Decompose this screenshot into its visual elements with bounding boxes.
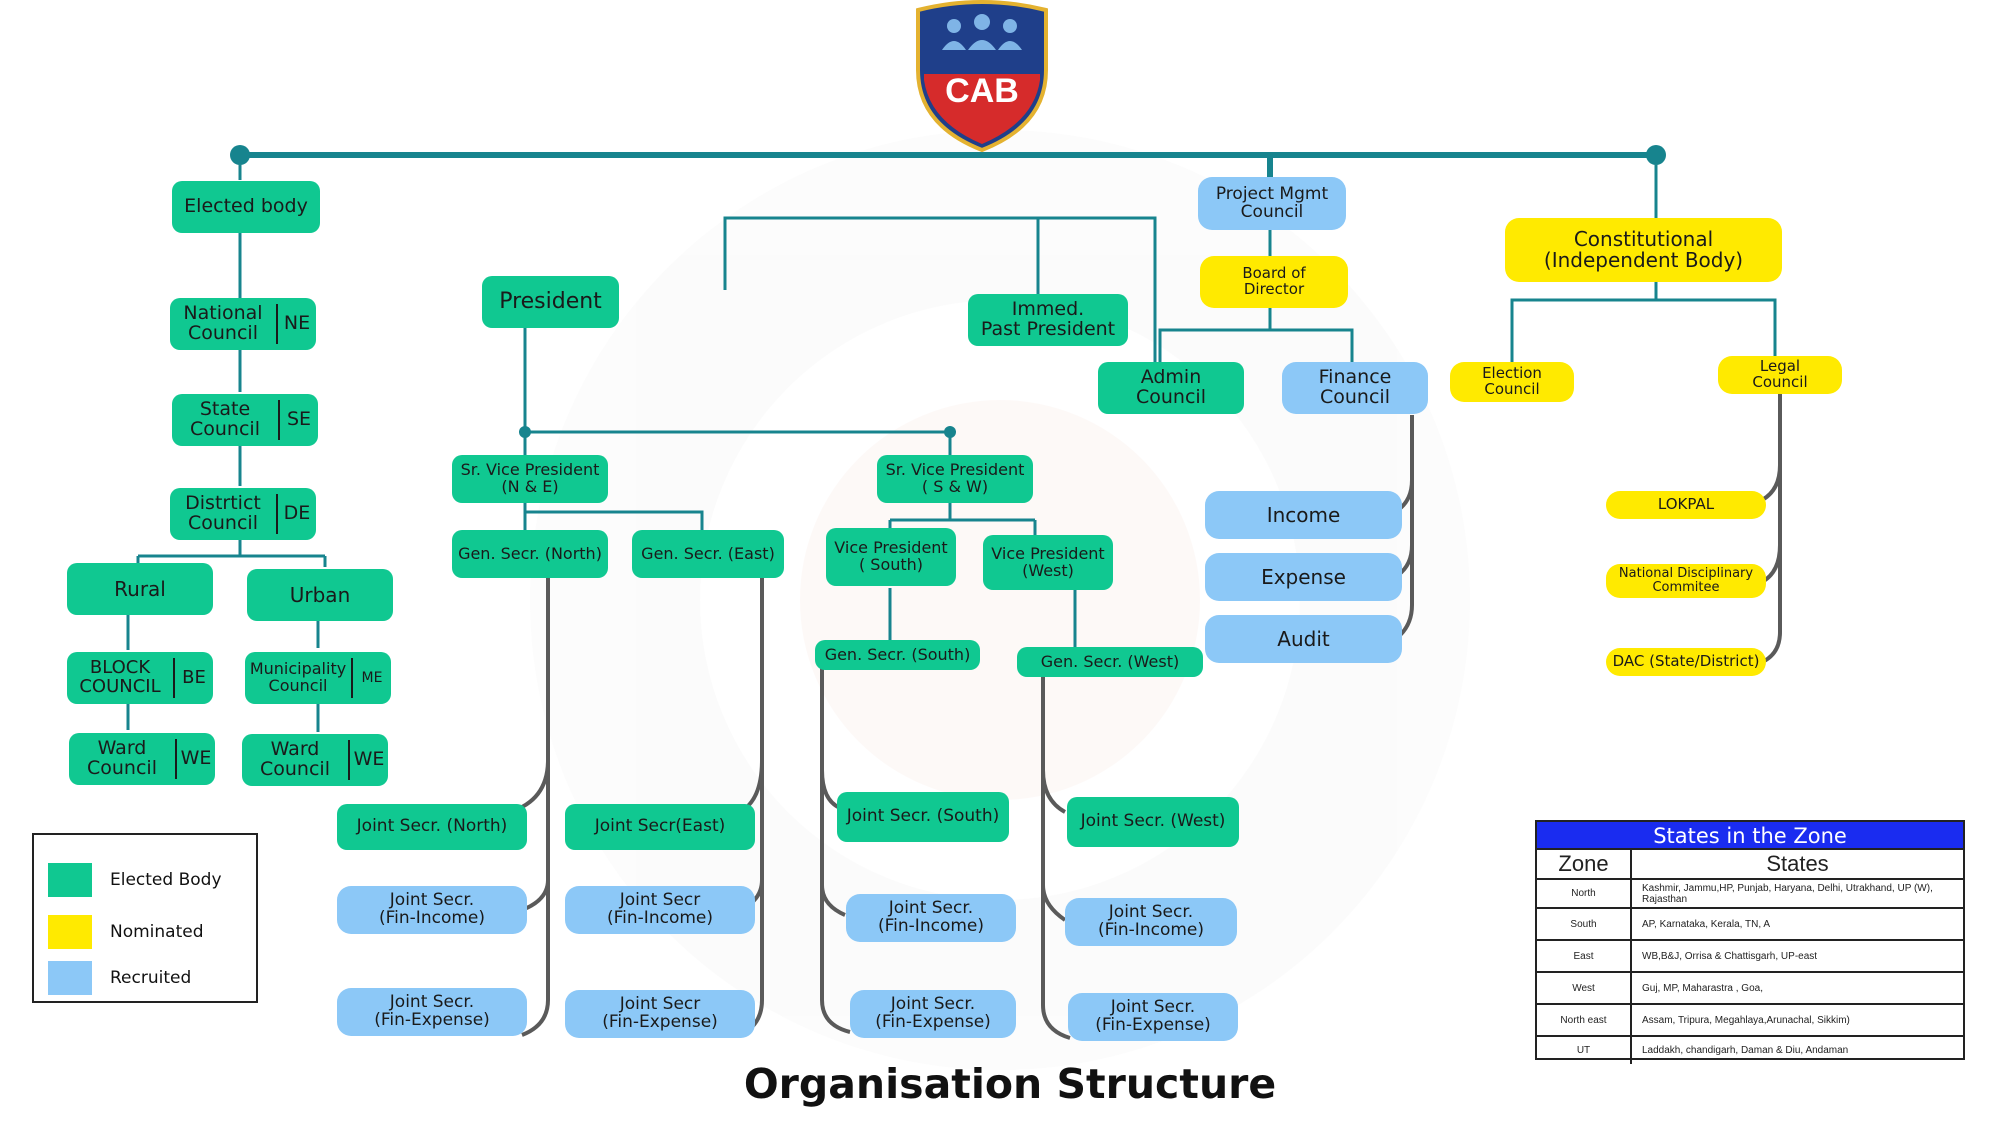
table-row: North east Assam, Tripura, Megahlaya,Aru… [1537,1005,1963,1037]
national-council-node: National Council NE [170,298,316,350]
legal-council-node: Legal Council [1718,356,1842,394]
diagram-title: Organisation Structure [743,1060,1277,1108]
legend-label-elected: Elected Body [110,870,222,890]
admin-council-node: Admin Council [1098,362,1244,414]
sr-vp-ne-node: Sr. Vice President (N & E) [452,455,608,503]
header-zone: Zone [1537,850,1632,878]
joint-secr-north-node: Joint Secr. (North) [337,804,527,850]
fin-expense-west-node: Joint Secr. (Fin-Expense) [1068,993,1238,1041]
national-council-label: National Council [183,302,263,344]
district-council-node: Distrtict Council DE [170,488,316,540]
group-people-icon [942,14,1022,50]
block-council-label: BLOCK COUNCIL [79,657,161,697]
state-council-node: State Council SE [172,394,318,446]
vp-south-node: Vice President ( South) [826,528,956,586]
legend: Elected Body Nominated Recruited [32,833,258,1003]
gen-secr-east-node: Gen. Secr. (East) [632,530,784,578]
legend-swatch-recruited [48,961,92,995]
fin-income-west-node: Joint Secr. (Fin-Income) [1065,898,1237,946]
fin-expense-south-node: Joint Secr. (Fin-Expense) [850,990,1016,1038]
zone-cell: North east [1537,1005,1632,1035]
constitutional-node: Constitutional (Independent Body) [1505,218,1782,282]
expense-node: Expense [1205,553,1402,601]
legend-item-elected: Elected Body [48,863,248,897]
joint-secr-south-node: Joint Secr. (South) [837,792,1009,842]
legend-swatch-nominated [48,915,92,949]
immed-past-president-node: Immed. Past President [968,294,1128,346]
table-row: North Kashmir, Jammu,HP, Punjab, Haryana… [1537,880,1963,909]
zone-cell: West [1537,973,1632,1003]
states-cell: AP, Karnataka, Kerala, TN, A [1642,918,1771,930]
cab-logo: CAB [916,0,1048,153]
fin-income-north-node: Joint Secr. (Fin-Income) [337,886,527,934]
ward-council-urban-node: Ward Council WE [242,734,388,786]
table-row: East WB,B&J, Orrisa & Chattisgarh, UP-ea… [1537,941,1963,973]
project-mgmt-council-node: Project Mgmt Council [1198,177,1346,230]
sr-vp-sw-node: Sr. Vice President ( S & W) [877,455,1033,503]
rural-node: Rural [67,563,213,615]
fin-income-east-node: Joint Secr (Fin-Income) [565,886,755,934]
income-node: Income [1205,491,1402,539]
states-cell: Assam, Tripura, Megahlaya,Arunachal, Sik… [1642,1014,1850,1026]
zone-cell: East [1537,941,1632,971]
president-node: President [482,276,619,328]
urban-node: Urban [247,569,393,621]
table-row: UT Laddakh, chandigarh, Daman & Diu, And… [1537,1037,1963,1064]
elected-body-node: Elected body [172,181,320,233]
finance-council-node: Finance Council [1282,362,1428,414]
district-council-abbr: DE [276,493,316,535]
ward-council-urban-label: Ward Council [260,738,330,780]
legend-item-recruited: Recruited [48,961,248,995]
block-council-abbr: BE [173,657,213,699]
ward-council-urban-abbr: WE [348,739,388,781]
municipality-council-abbr: ME [351,657,391,699]
zone-cell: UT [1537,1037,1632,1064]
ward-council-rural-abbr: WE [175,738,215,780]
fin-expense-east-node: Joint Secr (Fin-Expense) [565,990,755,1038]
legend-label-nominated: Nominated [110,922,204,942]
legend-label-recruited: Recruited [110,968,192,988]
table-row: South AP, Karnataka, Kerala, TN, A [1537,909,1963,941]
zone-table: States in the Zone Zone States North Kas… [1535,820,1965,1064]
states-cell: Laddakh, chandigarh, Daman & Diu, Andama… [1642,1045,1849,1056]
ward-council-rural-node: Ward Council WE [69,733,215,785]
joint-secr-east-node: Joint Secr(East) [565,804,755,850]
state-council-label: State Council [190,398,260,440]
municipality-council-label: Municipality Council [249,659,347,695]
vp-west-node: Vice President (West) [983,535,1113,590]
gen-secr-south-node: Gen. Secr. (South) [815,640,980,670]
dac-node: DAC (State/District) [1606,648,1766,676]
fin-expense-north-node: Joint Secr. (Fin-Expense) [337,988,527,1036]
legend-swatch-elected [48,863,92,897]
logo-text: CAB [945,72,1019,110]
states-cell: WB,B&J, Orrisa & Chattisgarh, UP-east [1642,950,1818,962]
states-cell: Kashmir, Jammu,HP, Punjab, Haryana, Delh… [1642,882,1933,905]
election-council-node: Election Council [1450,362,1574,402]
ward-council-rural-label: Ward Council [87,737,157,779]
zone-cell: North [1537,880,1632,907]
table-row: West Guj, MP, Maharastra , Goa, [1537,973,1963,1005]
national-council-abbr: NE [276,303,316,345]
zone-cell: South [1537,909,1632,939]
lokpal-node: LOKPAL [1606,491,1766,519]
states-cell: Guj, MP, Maharastra , Goa, [1642,982,1763,994]
board-of-director-node: Board of Director [1200,256,1348,308]
audit-node: Audit [1205,615,1402,663]
joint-secr-west-node: Joint Secr. (West) [1067,797,1239,847]
zone-table-title: States in the Zone [1537,822,1963,850]
state-council-abbr: SE [278,399,318,441]
fin-income-south-node: Joint Secr. (Fin-Income) [846,894,1016,942]
header-states: States [1766,851,1829,876]
gen-secr-north-node: Gen. Secr. (North) [452,530,608,578]
national-disciplinary-node: National Disciplinary Commitee [1606,564,1766,598]
legend-item-nominated: Nominated [48,915,248,949]
gen-secr-west-node: Gen. Secr. (West) [1017,647,1203,677]
municipality-council-node: Municipality Council ME [245,652,391,704]
zone-table-header: Zone States [1537,850,1963,880]
district-council-label: Distrtict Council [185,492,261,534]
block-council-node: BLOCK COUNCIL BE [67,652,213,704]
